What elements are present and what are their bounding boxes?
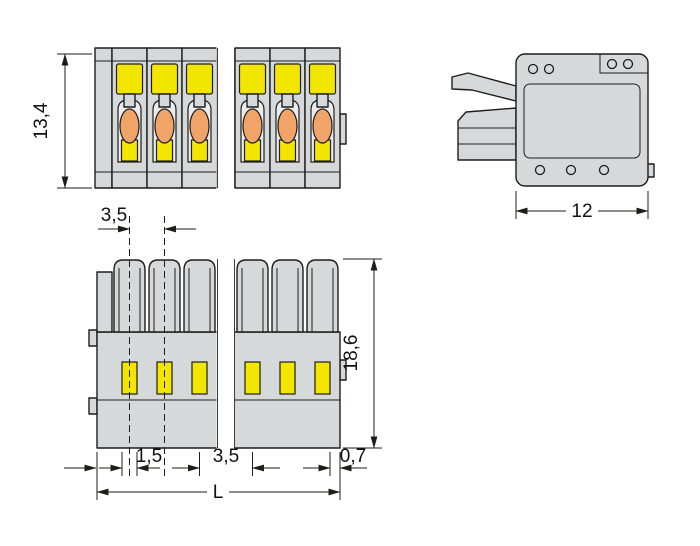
housing-left-end: [94, 47, 113, 189]
side-view: [451, 53, 655, 187]
pole-module: [269, 47, 306, 189]
dim-label-slot-width: 1,5: [136, 446, 162, 467]
dim-label-front-height: 13,4: [31, 102, 52, 139]
dim-label-pitch-bottom: 3,5: [213, 446, 239, 467]
break-cut-lines: [217, 259, 235, 448]
release-lever-arm: [451, 72, 517, 102]
dim-edge-offset: 0,7: [303, 446, 367, 476]
dim-slot-width: 1,5: [99, 446, 162, 476]
pin-hole: [606, 58, 618, 70]
left-mount-tab-lower: [88, 397, 98, 415]
dim-label-side-width: 12: [571, 201, 592, 222]
dim-label-bottom-height: 18,6: [341, 335, 362, 372]
break-gap: [216, 45, 235, 191]
dim-label-pitch-top: 3,5: [101, 205, 127, 226]
pin-hole: [543, 63, 555, 75]
pole-module: [111, 47, 148, 189]
pin-hole: [527, 63, 539, 75]
front-view: [94, 45, 347, 191]
top-step-line: [599, 54, 648, 74]
dim-side-width: 12: [515, 191, 649, 222]
dim-bottom-height: 18,6: [341, 258, 382, 449]
dim-label-total-length: L: [213, 482, 224, 503]
hinge-block-lines: [458, 127, 516, 145]
dim-pitch-top: 3,5: [98, 205, 196, 233]
inner-face-outline: [523, 83, 641, 159]
dim-total-length: L: [96, 452, 341, 503]
pin-hole: [622, 58, 634, 70]
pole-module: [304, 47, 341, 189]
bottom-left-end: [96, 271, 113, 333]
pole-module: [181, 47, 218, 189]
left-mount-tab-upper: [88, 329, 98, 347]
dim-label-edge-offset: 0,7: [340, 446, 366, 467]
dim-pitch-bottom: 3,5: [172, 446, 280, 476]
extension-lines: [57, 53, 92, 189]
lever-hinge-block: [457, 107, 517, 161]
side-housing: [515, 53, 649, 187]
pin-hole: [565, 164, 577, 176]
extension-lines: [121, 452, 138, 476]
break-cut-lines: [217, 48, 235, 188]
side-latch-tab: [339, 113, 347, 145]
dim-front-height: 13,4: [31, 53, 92, 189]
pin-hole: [534, 164, 546, 176]
pole-module: [146, 47, 183, 189]
pin-hole: [598, 164, 610, 176]
bottom-view: [88, 216, 347, 478]
extension-lines: [199, 452, 253, 476]
housing-left-end-lines: [95, 60, 112, 173]
break-gap: [216, 256, 235, 450]
pole-module: [234, 47, 271, 189]
